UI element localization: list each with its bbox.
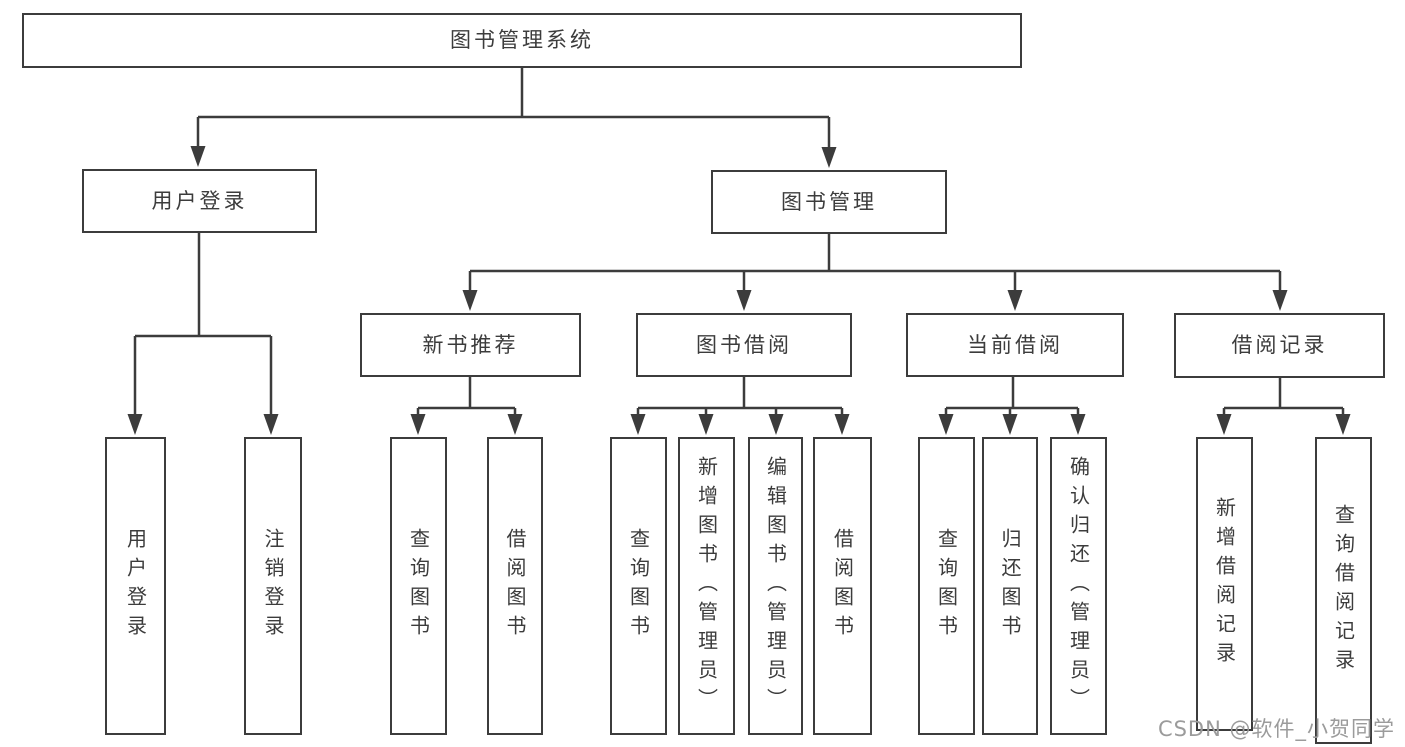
leaf-logout-label: 注销登录 bbox=[261, 528, 285, 644]
node-book-management-branch: 图书管理 bbox=[711, 170, 947, 234]
leaf-borrow-books-recommend: 借阅图书 bbox=[487, 437, 543, 735]
leaf-query-books-borrow: 查询图书 bbox=[610, 437, 667, 735]
node-new-book-recommend: 新书推荐 bbox=[360, 313, 581, 377]
node-book-borrow-label: 图书借阅 bbox=[696, 332, 792, 357]
arrowheads bbox=[127, 146, 1351, 435]
leaf-add-book-admin-label: 新增图书（管理员） bbox=[694, 455, 719, 717]
leaf-confirm-return-admin-label: 确认归还（管理员） bbox=[1066, 455, 1091, 717]
leaf-query-books-borrow-label: 查询图书 bbox=[626, 528, 651, 644]
leaf-add-borrow-record-label: 新增借阅记录 bbox=[1212, 497, 1237, 671]
leaf-add-book-admin: 新增图书（管理员） bbox=[678, 437, 735, 735]
leaf-add-borrow-record: 新增借阅记录 bbox=[1196, 437, 1253, 731]
node-current-borrow-label: 当前借阅 bbox=[967, 332, 1063, 357]
node-new-book-recommend-label: 新书推荐 bbox=[422, 332, 519, 357]
leaf-borrow-books-label: 借阅图书 bbox=[830, 528, 855, 644]
leaf-user-login: 用户登录 bbox=[105, 437, 166, 735]
leaf-query-books-recommend: 查询图书 bbox=[390, 437, 447, 735]
leaf-return-book: 归还图书 bbox=[982, 437, 1038, 735]
watermark: CSDN @软件_小贺同学 bbox=[1157, 717, 1395, 741]
node-user-login-branch: 用户登录 bbox=[82, 169, 317, 233]
leaf-borrow-books-recommend-label: 借阅图书 bbox=[503, 528, 527, 644]
leaf-edit-book-admin-label: 编辑图书（管理员） bbox=[763, 455, 788, 717]
node-book-borrow: 图书借阅 bbox=[636, 313, 852, 377]
leaf-query-borrow-record-label: 查询借阅记录 bbox=[1331, 503, 1356, 678]
node-borrow-records-label: 借阅记录 bbox=[1231, 333, 1328, 357]
node-system-root-label: 图书管理系统 bbox=[450, 28, 594, 52]
leaf-logout: 注销登录 bbox=[244, 437, 302, 735]
leaf-borrow-books: 借阅图书 bbox=[813, 437, 872, 735]
node-user-login-branch-label: 用户登录 bbox=[151, 188, 248, 213]
leaf-confirm-return-admin: 确认归还（管理员） bbox=[1050, 437, 1107, 735]
leaf-edit-book-admin: 编辑图书（管理员） bbox=[748, 437, 803, 735]
node-borrow-records: 借阅记录 bbox=[1174, 313, 1385, 378]
node-current-borrow: 当前借阅 bbox=[906, 313, 1124, 377]
leaf-query-books-current: 查询图书 bbox=[918, 437, 975, 735]
node-book-management-branch-label: 图书管理 bbox=[781, 189, 877, 214]
leaf-return-book-label: 归还图书 bbox=[998, 528, 1022, 644]
node-system-root: 图书管理系统 bbox=[22, 13, 1022, 68]
leaf-query-books-current-label: 查询图书 bbox=[934, 528, 959, 644]
leaf-user-login-label: 用户登录 bbox=[123, 528, 148, 644]
leaf-query-books-recommend-label: 查询图书 bbox=[406, 528, 431, 644]
leaf-query-borrow-record: 查询借阅记录 bbox=[1315, 437, 1372, 744]
